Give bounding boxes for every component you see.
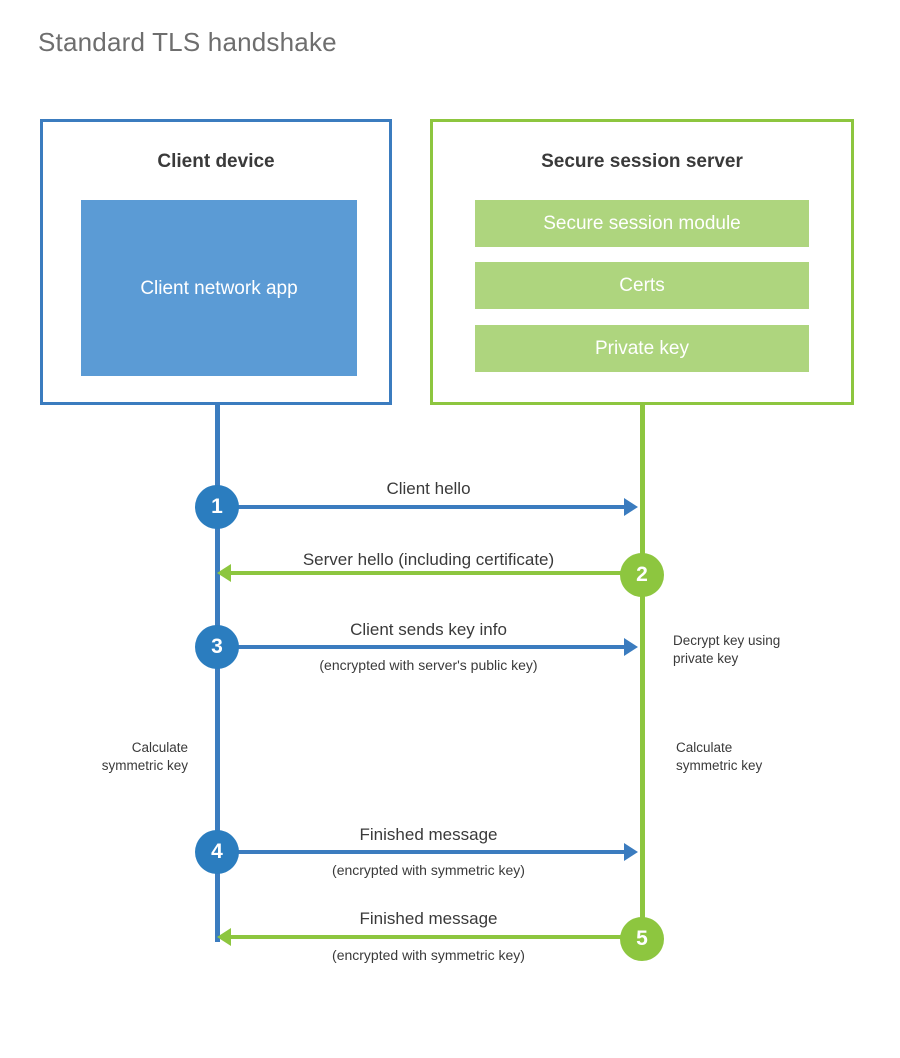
step-1-label: Client hello <box>386 479 471 498</box>
step-2-arrow-head-icon <box>217 564 231 582</box>
server-block-certs: Certs <box>475 262 809 309</box>
secure-session-server-box: Secure session server Secure session mod… <box>430 119 854 405</box>
step-3-sublabel: (encrypted with server's public key) <box>319 657 538 673</box>
client-device-box: Client device Client network app <box>40 119 392 405</box>
page-title: Standard TLS handshake <box>38 27 337 57</box>
annotation-decrypt-key: Decrypt key using private key <box>673 633 781 666</box>
step-1-circle: 1 <box>195 485 239 529</box>
step-4-arrow-head-icon <box>624 843 638 861</box>
server-block-private-key: Private key <box>475 325 809 372</box>
step-4-circle: 4 <box>195 830 239 874</box>
step-1-arrow-head-icon <box>624 498 638 516</box>
server-lifeline <box>640 405 645 942</box>
step-5-arrow-line <box>231 935 642 939</box>
server-block-secure-session-module: Secure session module <box>475 200 809 247</box>
step-3-label: Client sends key info <box>350 620 507 639</box>
step-4-sublabel: (encrypted with symmetric key) <box>332 862 525 878</box>
secure-session-server-title: Secure session server <box>541 151 743 172</box>
step-5-arrow-head-icon <box>217 928 231 946</box>
annotation-server-calculate-symmetric-key: Calculate symmetric key <box>676 740 763 773</box>
step-2-circle: 2 <box>620 553 664 597</box>
client-device-title: Client device <box>157 151 275 172</box>
step-4-label: Finished message <box>359 825 498 844</box>
client-network-app-block: Client network app <box>81 200 357 376</box>
step-5-label: Finished message <box>359 909 498 928</box>
step-5-circle: 5 <box>620 917 664 961</box>
step-2-arrow-line <box>231 571 642 575</box>
step-3-circle: 3 <box>195 625 239 669</box>
step-3-arrow-head-icon <box>624 638 638 656</box>
step-2-label: Server hello (including certificate) <box>302 550 555 569</box>
step-1-arrow-line <box>217 505 626 509</box>
step-3-arrow-line <box>217 645 626 649</box>
client-lifeline <box>215 405 220 942</box>
annotation-client-calculate-symmetric-key: Calculate symmetric key <box>101 740 188 773</box>
step-4-arrow-line <box>217 850 626 854</box>
step-5-sublabel: (encrypted with symmetric key) <box>332 947 525 963</box>
